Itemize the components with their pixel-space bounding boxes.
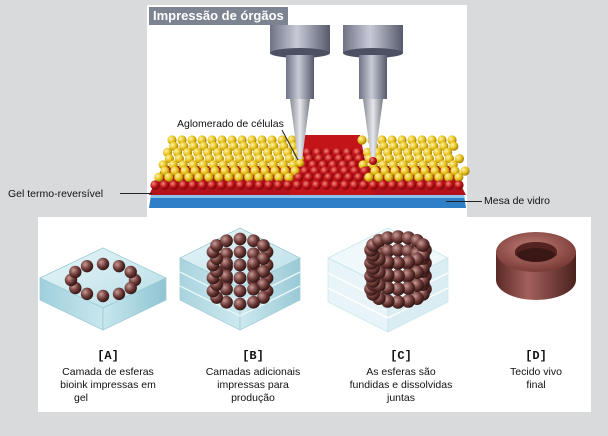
- step-b-caption: Camadas adicionais impressas para produç…: [193, 366, 313, 405]
- step-a-caption: Camada de esferas bioink impressas em ge…: [48, 366, 168, 405]
- glass-leader-line: [446, 201, 482, 202]
- step-b-caption-line: produção: [231, 392, 275, 404]
- printing-illustration: [149, 25, 470, 208]
- step-a-caption-line: gel: [74, 392, 89, 404]
- step-b-letter: [B]: [242, 349, 264, 363]
- print-nozzle-left: [270, 25, 330, 167]
- step-c-caption: As esferas são fundidas e dissolvidas ju…: [341, 366, 461, 405]
- step-d-letter: [D]: [525, 349, 547, 363]
- diagram-title: Impressão de órgãos: [149, 7, 288, 25]
- glass-table-label: Mesa de vidro: [484, 195, 550, 207]
- sphere-rows: [150, 135, 470, 190]
- step-c-fused-ring: [364, 230, 432, 309]
- glass-table: [149, 195, 466, 208]
- step-a-caption-line: bioink impressas em: [60, 379, 156, 391]
- cluster-leader-line: [281, 129, 299, 161]
- step-b-sphere-stack: [206, 232, 274, 311]
- step-c-caption-line: juntas: [386, 392, 416, 404]
- step-c-caption-line: fundidas e dissolvidas: [349, 379, 453, 391]
- step-d-caption-line: final: [526, 379, 546, 391]
- gel-leader-line: [120, 193, 152, 194]
- gel-label: Gel termo-reversível: [8, 188, 104, 200]
- cell-cluster-label: Aglomerado de células: [177, 118, 284, 130]
- step-d-caption-line: Tecido vivo: [510, 366, 562, 378]
- step-a-caption-line: Camada de esferas: [62, 366, 154, 378]
- step-a-gel-cube: [39, 247, 167, 331]
- step-b-caption-line: Camadas adicionais: [205, 366, 301, 378]
- step-c-letter: [C]: [390, 349, 412, 363]
- step-a-letter: [A]: [97, 349, 119, 363]
- step-d-caption: Tecido vivo final: [476, 366, 596, 392]
- step-c-caption-line: As esferas são: [366, 366, 436, 378]
- step-a-sphere-ring: [64, 257, 142, 303]
- step-d-tissue-ring: [496, 232, 576, 300]
- print-nozzle-right: [343, 25, 403, 165]
- step-b-caption-line: impressas para: [217, 379, 289, 391]
